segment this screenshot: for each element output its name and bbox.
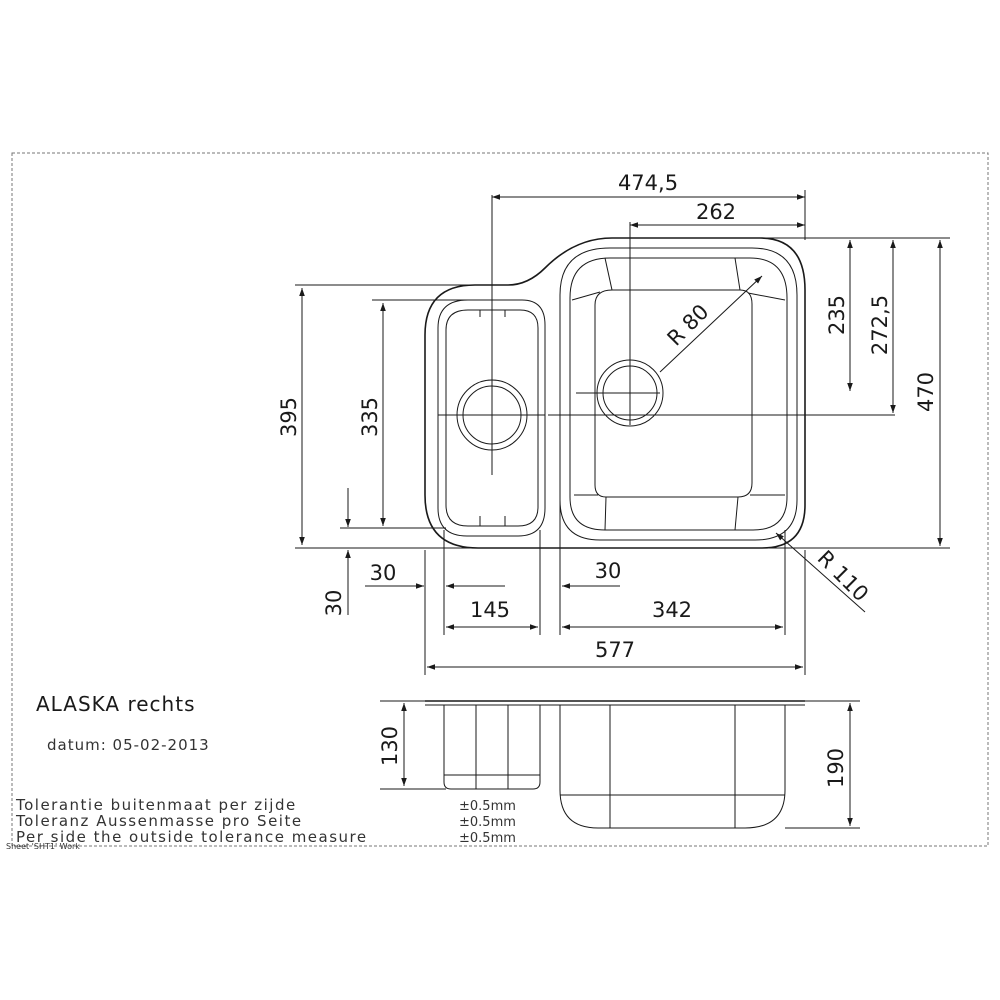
drawing-title: ALASKA rechts — [36, 692, 195, 716]
side-view — [425, 700, 805, 829]
dim-large-bowl-h3: 470 — [914, 372, 938, 412]
tolerance-value-2: ±0.5mm — [459, 815, 516, 830]
dim-small-bowl-width: 145 — [470, 598, 510, 622]
dim-large-bowl-h1: 235 — [825, 295, 849, 335]
dim-overall-width-top: 474,5 — [618, 171, 678, 195]
dim-large-bowl-width: 342 — [652, 598, 692, 622]
tolerance-value-1: ±0.5mm — [459, 799, 516, 814]
dim-small-bowl-height-outer: 395 — [277, 397, 301, 437]
tolerance-line-3: Per side the outside tolerance measure — [16, 828, 368, 846]
dim-large-bowl-h2: 272,5 — [868, 295, 892, 355]
dimension-lines — [299, 194, 943, 829]
dim-large-bowl-width-top: 262 — [696, 200, 736, 224]
dim-radius-inner: R 80 — [663, 300, 714, 351]
dim-radius-outer: R 110 — [813, 546, 873, 606]
dim-large-depth: 190 — [824, 748, 848, 788]
dim-offset-right: 30 — [595, 559, 622, 583]
dim-offset-bottom: 30 — [322, 590, 346, 617]
tolerance-line-2: Toleranz Aussenmasse pro Seite — [15, 812, 303, 830]
sheet-label: Sheet 'SHT1' Work — [6, 842, 80, 851]
drawing-date: datum: 05-02-2013 — [47, 736, 210, 754]
center-lines — [438, 195, 895, 475]
tolerance-line-1: Tolerantie buitenmaat per zijde — [15, 796, 297, 814]
dim-small-depth: 130 — [378, 726, 402, 766]
drawing-frame — [11, 152, 989, 847]
extension-lines — [295, 190, 950, 675]
dim-small-bowl-height-inner: 335 — [358, 397, 382, 437]
dim-offset-left: 30 — [370, 561, 397, 585]
tolerance-value-3: ±0.5mm — [459, 831, 516, 846]
dim-overall-width: 577 — [595, 638, 635, 662]
